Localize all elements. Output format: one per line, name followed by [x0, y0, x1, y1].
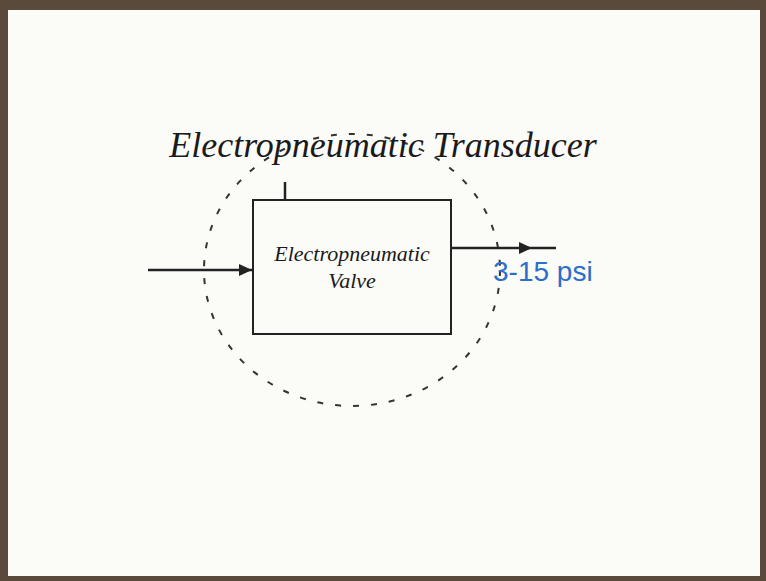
electrical-input-line	[284, 182, 287, 199]
dashed-boundary	[204, 134, 500, 406]
output-arrowhead	[519, 242, 532, 254]
valve-box: Electropneumatic Valve	[252, 199, 452, 335]
output-line	[452, 247, 556, 250]
input-arrowhead	[239, 264, 252, 276]
paper-ground	[8, 10, 760, 576]
diagram-title: Electropneumatic Transducer	[0, 124, 766, 166]
box-text: Electropneumatic Valve	[264, 240, 440, 295]
input-line	[148, 269, 252, 272]
pressure-range-label: 3-15 psi	[493, 256, 593, 288]
